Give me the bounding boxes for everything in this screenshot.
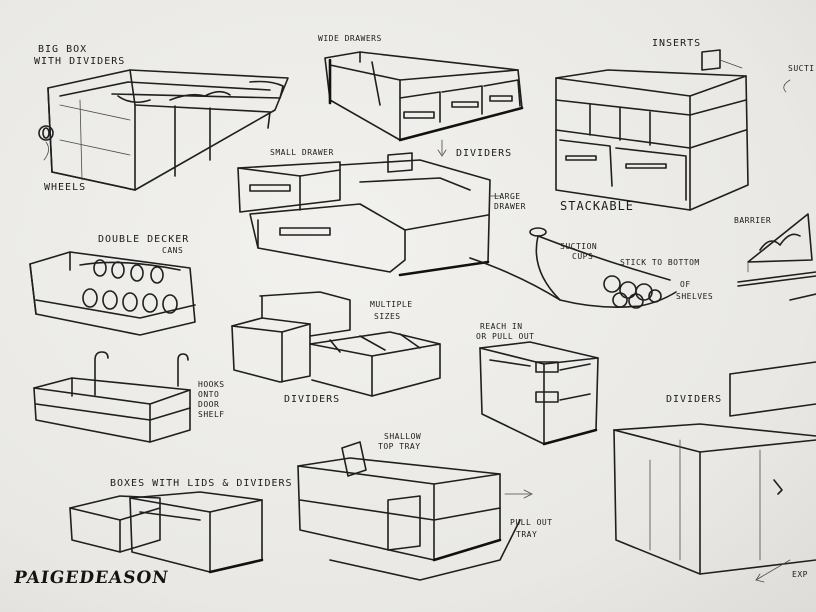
- label-top-tray: TOP TRAY: [378, 442, 421, 451]
- label-wheels: WHEELS: [44, 182, 87, 193]
- label-multiple: MULTIPLE: [370, 300, 413, 309]
- artist-signature: PAIGEDEASON: [12, 568, 171, 588]
- label-shallow: SHALLOW: [384, 432, 422, 441]
- label-large: LARGE: [494, 192, 521, 201]
- label-cans: CANS: [162, 246, 184, 255]
- label-reach-in: REACH IN: [480, 322, 523, 331]
- label-dividers-top: DIVIDERS: [456, 148, 513, 159]
- reach-in-sketch: [479, 341, 599, 445]
- label-sucti: SUCTI: [788, 64, 815, 73]
- lidded-boxes-sketch: [69, 491, 263, 573]
- label-drawer: DRAWER: [494, 202, 526, 211]
- label-double-decker: DOUBLE DECKER: [98, 234, 190, 245]
- barrier-sketch: [737, 213, 816, 301]
- label-boxes-with-lids: BOXES WITH LIDS & DIVIDERS: [110, 478, 293, 489]
- drawer-unit-sketch: [237, 152, 491, 276]
- label-sizes: SIZES: [374, 312, 401, 321]
- label-small-drawer: SMALL DRAWER: [270, 148, 334, 157]
- label-dividers-right: DIVIDERS: [666, 394, 723, 405]
- label-barrier: BARRIER: [734, 216, 772, 225]
- label-tray: TRAY: [516, 530, 538, 539]
- label-with-dividers: WITH DIVIDERS: [34, 56, 126, 67]
- label-of: OF: [680, 280, 691, 289]
- label-suction: SUCTION: [560, 242, 598, 251]
- double-decker-sketch: [29, 251, 196, 336]
- label-hooks: HOOKS: [198, 380, 225, 389]
- label-dividers-mid: DIVIDERS: [284, 394, 341, 405]
- shallow-tray-sketch: [297, 441, 521, 581]
- big-box-sketch: [38, 69, 289, 191]
- label-exp: EXP: [792, 570, 808, 579]
- label-big-box: BIG BOX: [38, 44, 88, 55]
- label-inserts: INSERTS: [652, 38, 702, 49]
- label-cups: CUPS: [572, 252, 594, 261]
- label-onto: ONTO: [198, 390, 220, 399]
- right-cabinet-sketch: [613, 361, 816, 575]
- label-door: DOOR: [198, 400, 220, 409]
- label-or-pull-out: OR PULL OUT: [476, 332, 535, 341]
- multiple-sizes-sketch: [231, 291, 441, 397]
- label-pull-out: PULL OUT: [510, 518, 553, 527]
- hook-shelf-sketch: [33, 351, 191, 443]
- label-stick-to-bottom: STICK TO BOTTOM: [620, 258, 700, 267]
- label-shelves: SHELVES: [676, 292, 714, 301]
- stackable-sketch: [555, 49, 749, 211]
- wide-drawers-sketch: [324, 51, 523, 141]
- label-wide-drawers: WIDE DRAWERS: [318, 34, 382, 43]
- suction-hammock-sketch: [469, 227, 677, 309]
- label-stackable: STACKABLE: [560, 199, 635, 213]
- label-shelf: SHELF: [198, 410, 225, 419]
